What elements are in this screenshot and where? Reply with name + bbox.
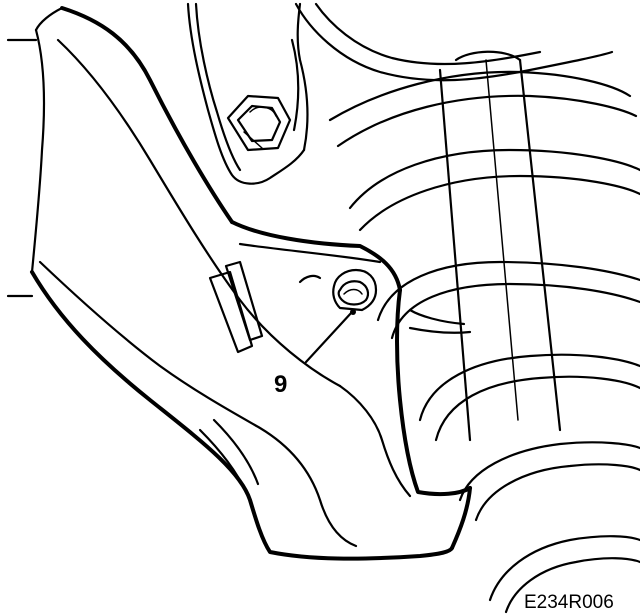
upper-bracket bbox=[186, 2, 309, 185]
hex-bolt-icon bbox=[226, 94, 292, 152]
callout-leader bbox=[304, 309, 356, 364]
mounting-plate bbox=[238, 242, 472, 334]
arm-marks bbox=[208, 260, 264, 354]
control-arm-icon bbox=[6, 6, 472, 561]
callout-label: 9 bbox=[274, 371, 287, 398]
shock-absorber bbox=[438, 50, 562, 442]
bolt-icon bbox=[332, 268, 378, 312]
coil-spring-icon bbox=[294, 2, 640, 614]
leader-dot bbox=[350, 309, 356, 315]
figure-id: E234R006 bbox=[524, 592, 614, 613]
